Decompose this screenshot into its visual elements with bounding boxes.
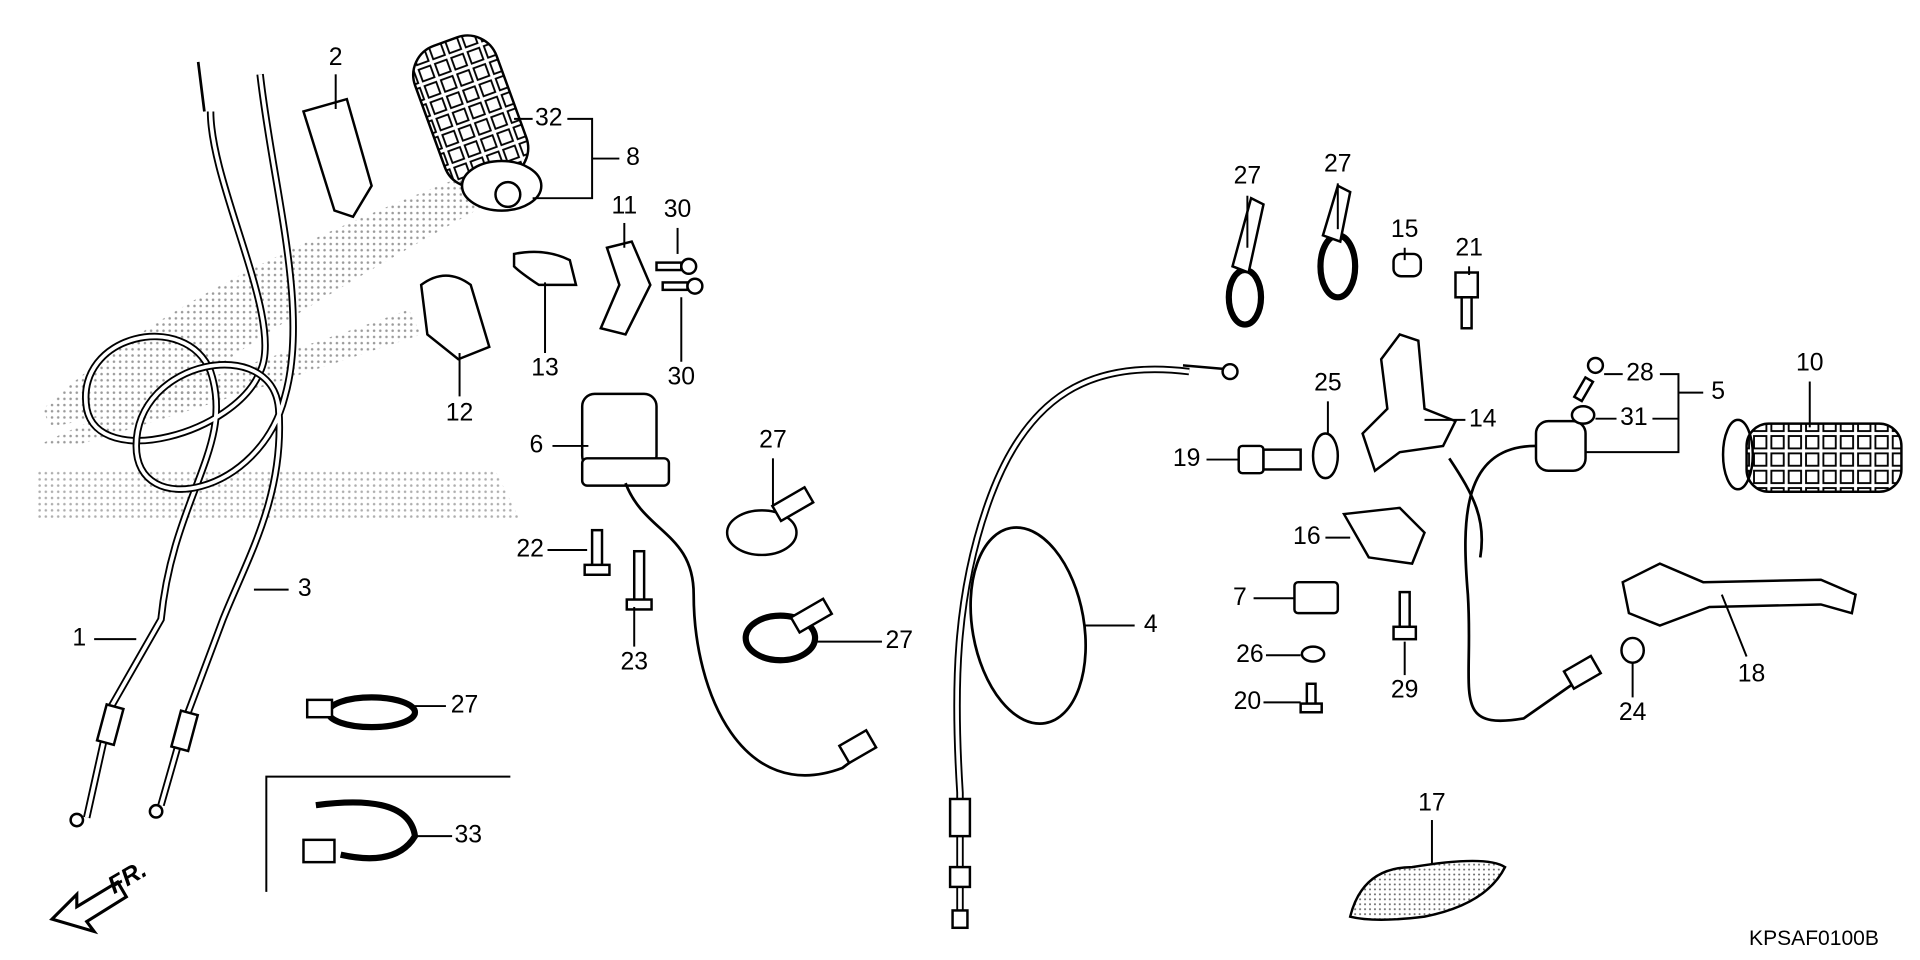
callout-11: 11 — [611, 192, 637, 219]
callout-29: 29 — [1391, 677, 1419, 704]
switch-5 — [1448, 419, 1603, 723]
callout-32: 32 — [535, 104, 563, 131]
housing-12 — [419, 274, 491, 361]
callout-6: 6 — [529, 431, 543, 458]
callout-15: 15 — [1391, 216, 1419, 243]
callout-12: 12 — [446, 399, 474, 426]
callout-2: 2 — [329, 44, 343, 71]
callout-1: 1 — [72, 625, 86, 652]
callout-10: 10 — [1796, 350, 1824, 377]
callout-14: 14 — [1469, 405, 1497, 432]
callout-25: 25 — [1314, 370, 1342, 397]
band-27e — [1317, 184, 1359, 301]
clamp-13 — [512, 250, 578, 287]
callout-33: 33 — [454, 822, 482, 849]
washer-31 — [1570, 405, 1596, 425]
switch-6 — [580, 392, 878, 777]
front-direction-arrow: FR. — [49, 856, 152, 935]
callout-24: 24 — [1619, 699, 1647, 726]
callout-27a: 27 — [759, 427, 787, 454]
cap-15 — [1392, 252, 1423, 278]
lever-holder-14 — [1361, 332, 1458, 473]
band-27d — [1225, 196, 1265, 328]
screw-22 — [583, 528, 611, 577]
callout-19: 19 — [1173, 445, 1201, 472]
grip-10 — [1721, 418, 1903, 494]
callout-8: 8 — [626, 144, 640, 171]
callout-3: 3 — [298, 575, 312, 602]
callout-27d: 27 — [1234, 163, 1262, 190]
leader-lines — [94, 74, 1811, 865]
screw-29 — [1392, 590, 1418, 641]
clutch-cable-4 — [948, 362, 1239, 930]
band-27a — [725, 485, 815, 557]
section-divider — [265, 775, 511, 892]
screw-28 — [1572, 356, 1605, 403]
screw-30b — [661, 277, 704, 295]
callout-30b: 30 — [668, 363, 696, 390]
band-27b — [742, 597, 834, 664]
callout-27e: 27 — [1324, 150, 1352, 177]
bolt-19 — [1237, 444, 1302, 475]
clutch-lever-18 — [1621, 562, 1857, 627]
callout-7: 7 — [1233, 584, 1247, 611]
throttle-pipe-2 — [301, 97, 373, 219]
callout-23: 23 — [620, 648, 648, 675]
callout-27c: 27 — [451, 692, 479, 719]
callout-21: 21 — [1455, 235, 1483, 262]
callout-26: 26 — [1236, 641, 1264, 668]
nut-25 — [1311, 432, 1340, 480]
switch-7 — [1293, 580, 1340, 615]
washer-26 — [1300, 645, 1326, 663]
bolt-21 — [1454, 271, 1480, 330]
screw-20 — [1299, 682, 1323, 714]
callout-5: 5 — [1711, 378, 1725, 405]
callout-13: 13 — [531, 355, 559, 382]
callout-labels: 2 32 8 11 30 30 13 12 6 22 23 27 27 27 3… — [72, 44, 1823, 849]
callout-31: 31 — [1620, 404, 1648, 431]
throttle-cable-3 — [132, 73, 297, 819]
callout-28: 28 — [1626, 360, 1654, 387]
callout-27b: 27 — [886, 627, 914, 654]
grip-8 — [412, 34, 543, 212]
band-27c — [305, 694, 419, 731]
callout-30a: 30 — [664, 196, 692, 223]
diagram-code: KPSAF0100B — [1749, 927, 1879, 950]
bushing-24 — [1620, 636, 1646, 664]
lever-cover-17 — [1348, 859, 1507, 921]
callout-4: 4 — [1144, 611, 1158, 638]
screw-23 — [625, 549, 653, 611]
band-33 — [302, 799, 419, 864]
screw-30a — [655, 257, 698, 275]
callout-17: 17 — [1418, 789, 1446, 816]
callout-16: 16 — [1293, 523, 1321, 550]
callout-22: 22 — [516, 536, 544, 563]
holder-16 — [1341, 506, 1426, 565]
callout-20: 20 — [1234, 688, 1262, 715]
callout-18: 18 — [1738, 661, 1766, 688]
throttle-cable-1 — [69, 61, 269, 828]
bracket-11 — [599, 240, 652, 336]
